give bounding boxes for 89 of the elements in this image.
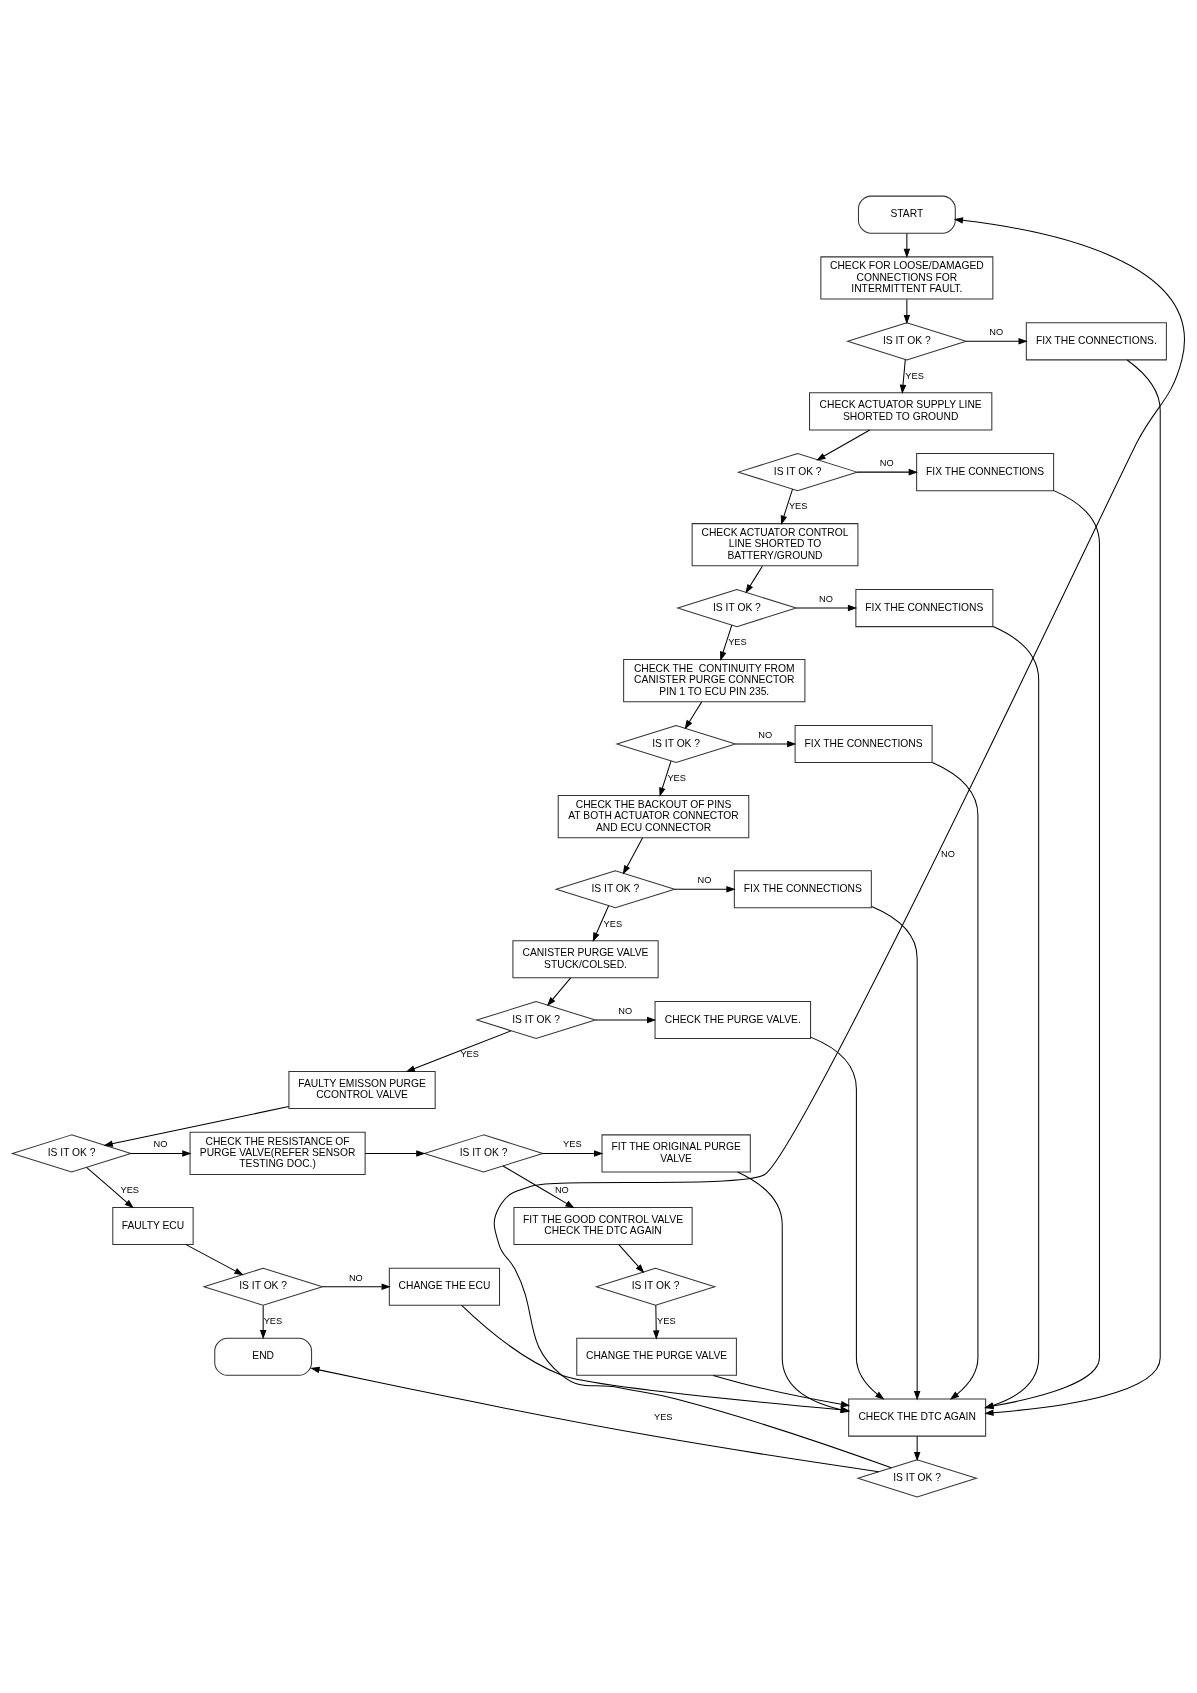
node-diamond: IS IT OK ?: [10, 1134, 133, 1173]
arrow: [734, 740, 797, 748]
edge-label: YES: [788, 501, 808, 512]
node-box: FIT THE ORIGINAL PURGE VALVE: [601, 1134, 751, 1173]
node-box: CHANGE THE PURGE VALVE: [576, 1337, 737, 1376]
arrow: [592, 905, 610, 942]
arrow: [856, 468, 918, 476]
arrow: [965, 338, 1028, 345]
node-diamond: IS IT OK ?: [594, 1267, 717, 1306]
node-box: CHECK THE DTC AGAIN: [848, 1398, 987, 1437]
edge-label: YES: [654, 1411, 673, 1422]
arrow: [816, 429, 871, 461]
node-box: FIT THE GOOD CONTROL VALVE CHECK THE DTC AGAIN: [513, 1206, 693, 1246]
arrow: [780, 488, 794, 525]
edge-label: NO: [941, 848, 955, 859]
arrow: [674, 886, 736, 893]
node-diamond: IS IT OK ?: [615, 724, 738, 764]
arrow: [103, 1106, 290, 1147]
edge-label: YES: [120, 1185, 140, 1196]
node-box: CHECK THE PURGE VALVE.: [654, 1001, 812, 1040]
arrow: [913, 1435, 921, 1462]
arrow: [871, 905, 921, 1401]
arrow: [745, 565, 763, 594]
arrow: [310, 1366, 880, 1473]
edge-label: YES: [657, 1316, 676, 1327]
edge-label: YES: [728, 637, 747, 648]
arrow: [130, 1150, 192, 1157]
arrow: [659, 760, 672, 797]
arrow: [322, 1283, 391, 1291]
edge-label: NO: [697, 875, 712, 886]
arrow: [684, 701, 703, 730]
node-box: START: [857, 195, 956, 234]
node-box: FAULTY ECU: [112, 1206, 194, 1246]
node-box: CHANGE THE ECU: [388, 1267, 501, 1306]
arrow: [720, 624, 733, 661]
edge-label: NO: [618, 1006, 633, 1017]
arrow: [622, 837, 643, 875]
arrow: [903, 298, 911, 325]
node-box: CHECK THE BACKOUT OF PINS AT BOTH ACTUATOR CONNECTOR AND ECU CONNECTOR: [557, 795, 750, 839]
arrow: [546, 977, 572, 1007]
node-diamond: IS IT OK ?: [475, 1000, 598, 1040]
node-box: FIX THE CONNECTIONS: [855, 589, 994, 628]
node-box: CHECK ACTUATOR CONTROL LINE SHORTED TO BATTERY/GROUND: [691, 523, 859, 567]
node-box: FAULTY EMISSON PURGE CCONTROL VALVE: [288, 1071, 436, 1110]
edge-label: NO: [879, 458, 894, 469]
edge-label: YES: [263, 1316, 283, 1327]
node-diamond: IS IT OK ?: [422, 1134, 545, 1173]
arrow: [542, 1150, 604, 1157]
arrow: [185, 1244, 244, 1276]
node-box: CHECK THE RESISTANCE OF PURGE VALVE(REFER SENSOR TESTING DOC.): [189, 1131, 366, 1176]
arrow: [652, 1304, 660, 1340]
arrow: [86, 1166, 134, 1209]
edge-label: NO: [153, 1139, 168, 1150]
edge-label: YES: [460, 1049, 479, 1060]
node-box: CHECK ACTUATOR SUPPLY LINE SHORTED TO GROUND: [809, 392, 993, 431]
edge-label: NO: [348, 1272, 363, 1283]
node-diamond: IS IT OK ?: [845, 322, 968, 361]
edge-label: YES: [667, 773, 686, 784]
edge-label: YES: [603, 918, 623, 929]
arrow: [899, 359, 907, 395]
node-box: END: [214, 1337, 313, 1376]
arrow: [364, 1150, 426, 1157]
arrow: [903, 232, 911, 259]
edge-label: YES: [905, 370, 924, 381]
arrow: [712, 1374, 851, 1408]
node-box: FIX THE CONNECTIONS: [916, 453, 1055, 492]
edge-label: NO: [819, 594, 833, 605]
arrow: [795, 604, 858, 612]
edge-label: NO: [758, 730, 773, 741]
node-box: FIX THE CONNECTIONS.: [1025, 322, 1167, 361]
arrow: [931, 762, 979, 1400]
arrow: [618, 1244, 645, 1274]
arrow: [810, 1036, 885, 1400]
node-diamond: IS IT OK ?: [856, 1459, 979, 1498]
edge-label: YES: [563, 1139, 582, 1150]
node-box: FIX THE CONNECTIONS: [733, 870, 872, 909]
arrow: [493, 217, 1185, 1469]
arrow: [502, 1165, 575, 1209]
edge-label: NO: [554, 1185, 569, 1196]
node-diamond: IS IT OK ?: [675, 589, 798, 628]
node-box: FIX THE CONNECTIONS: [794, 724, 933, 764]
node-box: CHECK FOR LOOSE/DAMAGED CONNECTIONS FOR INTERMITTENT FAULT.: [820, 256, 994, 300]
node-diamond: IS IT OK ?: [554, 870, 677, 909]
arrow: [259, 1305, 267, 1340]
node-box: CANISTER PURGE VALVE STUCK/COLSED.: [512, 940, 659, 979]
edge-label: NO: [989, 327, 1004, 338]
arrow: [405, 1030, 512, 1072]
node-box: CHECK THE CONTINUITY FROM CANISTER PURGE CONNECTOR PIN 1 TO ECU PIN 235.: [623, 659, 806, 703]
arrow: [594, 1016, 657, 1024]
